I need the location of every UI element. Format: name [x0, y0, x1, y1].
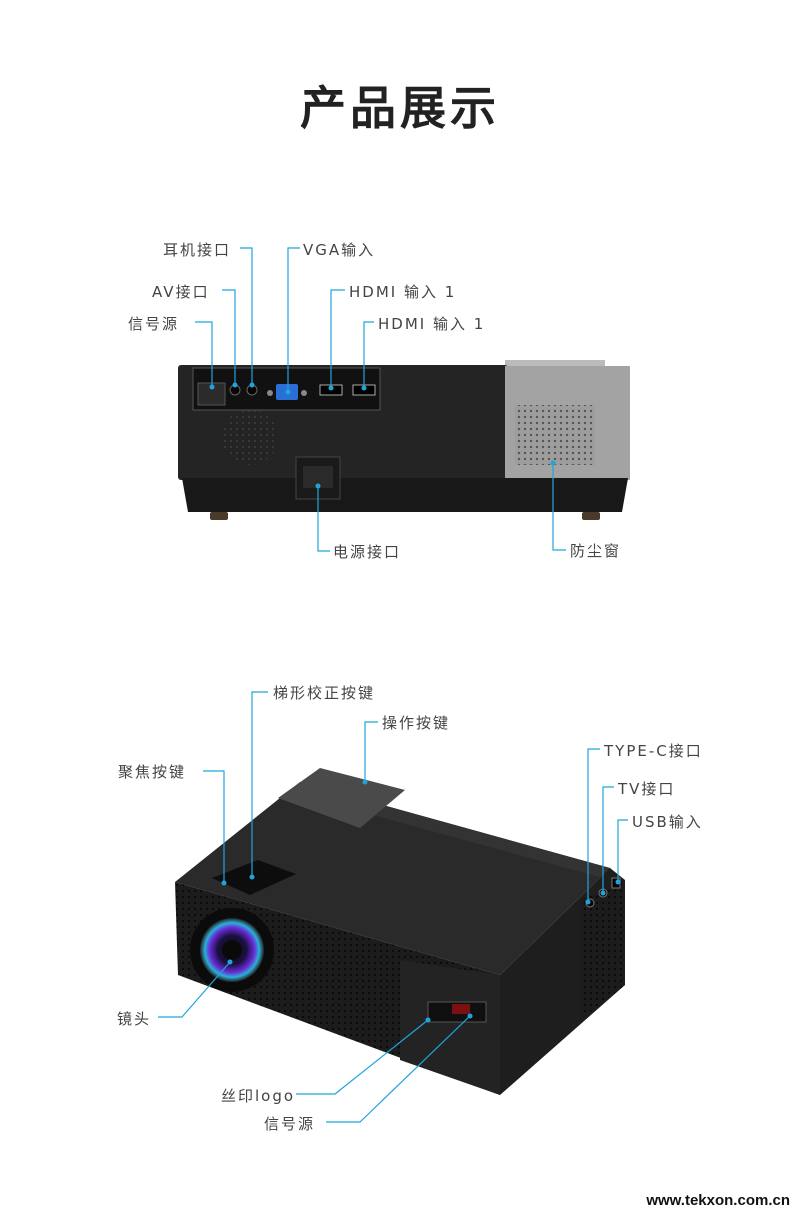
label-signal-source: 信号源: [128, 315, 180, 333]
page-title: 产品展示: [300, 81, 500, 135]
label-av-port: AV接口: [152, 283, 210, 301]
label-hdmi-input-a: HDMI 输入 1: [349, 283, 457, 301]
label-lens: 镜头: [117, 1010, 152, 1028]
label-keystone-button: 梯形校正按键: [273, 684, 376, 702]
label-tv-port: TV接口: [618, 780, 676, 798]
label-dust-window: 防尘窗: [570, 542, 622, 560]
label-focus-button: 聚焦按键: [118, 763, 187, 781]
label-hdmi-input-b: HDMI 输入 1: [378, 315, 486, 333]
label-power-port: 电源接口: [333, 543, 402, 561]
label-typec-port: TYPE-C接口: [604, 742, 703, 760]
label-usb-input: USB输入: [632, 813, 703, 831]
projector-rear-image: [178, 360, 630, 520]
label-signal-source-front: 信号源: [264, 1115, 316, 1133]
label-earphone-port: 耳机接口: [163, 241, 232, 259]
footer-url: www.tekxon.com.cn: [646, 1192, 790, 1209]
label-operation-buttons: 操作按键: [382, 714, 451, 732]
label-vga-input: VGA输入: [303, 241, 376, 259]
label-silkscreen-logo: 丝印logo: [221, 1087, 296, 1105]
